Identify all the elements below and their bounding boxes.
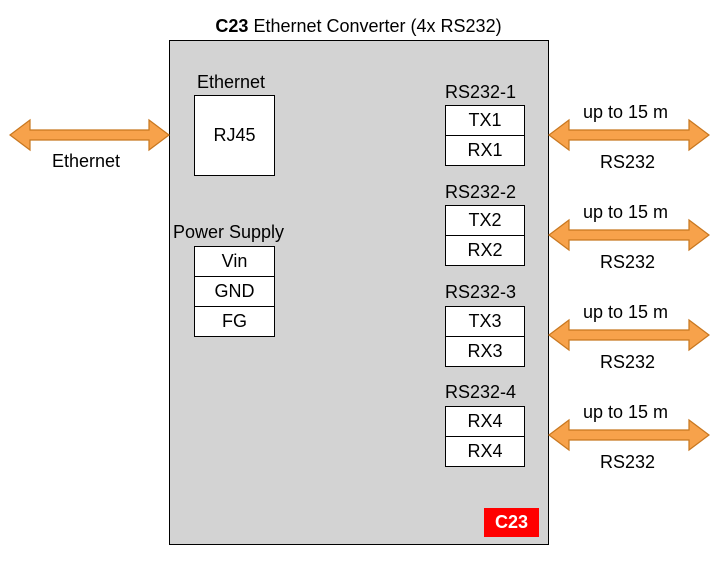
port-4-type: RS232 <box>600 452 656 472</box>
port-3-link-arrow <box>548 318 710 352</box>
port-2-distance: up to 15 m <box>583 202 669 222</box>
port-1-title: RS232-1 <box>445 82 517 102</box>
port-1-pin-b: RX1 <box>445 135 525 166</box>
port-4-pin-a: RX4 <box>445 406 525 437</box>
port-1-distance: up to 15 m <box>583 102 669 122</box>
port-4-distance: up to 15 m <box>583 402 669 422</box>
port-4-link-arrow <box>548 418 710 452</box>
port-4-pin-b: RX4 <box>445 436 525 467</box>
title-rest: Ethernet Converter (4x RS232) <box>248 16 502 36</box>
rj45-connector: RJ45 <box>194 95 275 176</box>
power-supply-title: Power Supply <box>173 222 285 242</box>
diagram-title: C23 Ethernet Converter (4x RS232) <box>0 16 717 37</box>
port-3-title: RS232-3 <box>445 282 517 302</box>
port-3-pin-b: RX3 <box>445 336 525 367</box>
port-1-type: RS232 <box>600 152 656 172</box>
power-pin-vin: Vin <box>194 246 275 277</box>
power-pin-gnd: GND <box>194 276 275 307</box>
port-3-type: RS232 <box>600 352 656 372</box>
port-1-link-arrow <box>548 118 710 152</box>
port-2-type: RS232 <box>600 252 656 272</box>
ethernet-link-arrow <box>9 118 170 152</box>
power-pin-fg: FG <box>194 306 275 337</box>
title-bold: C23 <box>215 16 249 36</box>
brand-badge: C23 <box>484 508 539 537</box>
port-2-pin-b: RX2 <box>445 235 525 266</box>
port-3-distance: up to 15 m <box>583 302 669 322</box>
ethernet-block-title: Ethernet <box>197 72 266 92</box>
ethernet-external-label: Ethernet <box>52 151 121 171</box>
port-2-pin-a: TX2 <box>445 205 525 236</box>
port-2-title: RS232-2 <box>445 182 517 202</box>
port-4-title: RS232-4 <box>445 382 517 402</box>
port-2-link-arrow <box>548 218 710 252</box>
port-1-pin-a: TX1 <box>445 105 525 136</box>
